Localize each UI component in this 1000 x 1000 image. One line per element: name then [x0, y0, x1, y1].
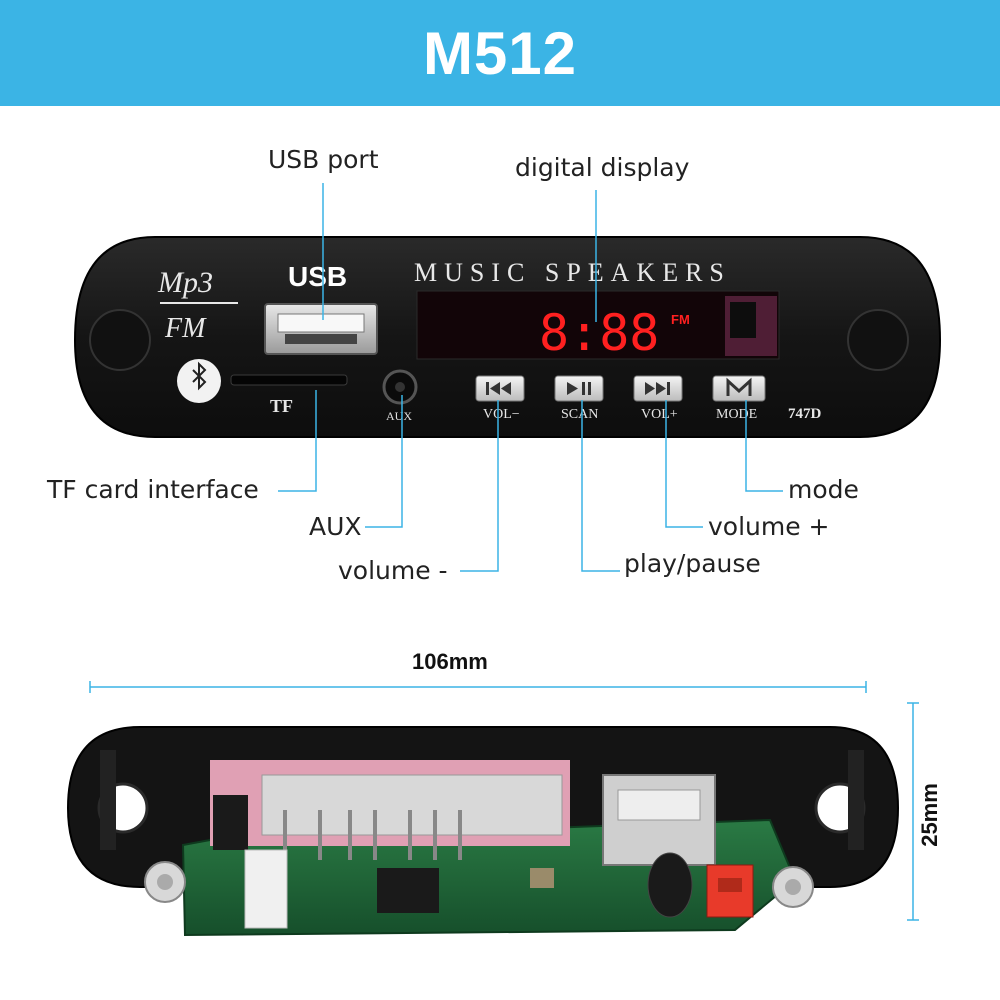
callout-volume-minus: volume - — [338, 556, 448, 585]
front-panel: Mp3 FM USB TF AUX MUSIC SPEAKERS 8:88 FM — [73, 236, 942, 438]
dimension-lines — [89, 681, 919, 921]
module-back-view — [66, 726, 900, 937]
callout-play-pause: play/pause — [624, 549, 761, 578]
mode-button[interactable]: MODE — [712, 375, 766, 422]
previous-icon — [486, 382, 511, 395]
dimension-height-label: 25mm — [916, 783, 942, 847]
callout-usb-port: USB port — [268, 145, 379, 174]
callout-digital-display: digital display — [515, 153, 690, 182]
next-icon — [645, 382, 670, 395]
display-digits: 8:88 — [539, 304, 659, 362]
play-pause-icon — [567, 382, 591, 395]
music-speakers-text: MUSIC SPEAKERS — [414, 258, 731, 287]
mounting-knob-right — [847, 309, 909, 371]
display-fm: FM — [671, 312, 690, 327]
vol-plus-label: VOL+ — [641, 407, 678, 422]
callout-aux: AUX — [309, 512, 362, 541]
bluetooth-icon — [192, 361, 207, 391]
mode-label: MODE — [716, 407, 757, 422]
tf-text: TF — [270, 396, 293, 416]
callout-mode: mode — [788, 475, 859, 504]
leader-lines — [278, 183, 783, 572]
scan-label: SCAN — [561, 407, 598, 422]
callout-tf-card: TF card interface — [47, 475, 259, 504]
model-number: 747D — [788, 406, 822, 422]
mounting-knob-left — [89, 309, 151, 371]
vol-minus-label: VOL− — [483, 407, 520, 422]
scan-button[interactable]: SCAN — [554, 375, 604, 422]
banner-title: M512 — [422, 19, 578, 87]
callout-volume-plus: volume + — [708, 512, 830, 541]
digital-display — [416, 290, 780, 360]
ic-chip — [377, 868, 439, 913]
dimension-width-label: 106mm — [412, 649, 488, 674]
brand-fm: FM — [164, 313, 207, 344]
tf-slot — [230, 374, 348, 386]
vol-plus-button[interactable]: VOL+ — [633, 375, 683, 422]
usb-text: USB — [288, 261, 347, 292]
mode-icon — [726, 377, 752, 396]
aux-text: AUX — [386, 409, 412, 423]
vol-minus-button[interactable]: VOL− — [475, 375, 525, 422]
title-banner: M512 — [0, 0, 1000, 106]
capacitor — [647, 852, 693, 918]
brand-mp3: Mp3 — [157, 266, 213, 299]
